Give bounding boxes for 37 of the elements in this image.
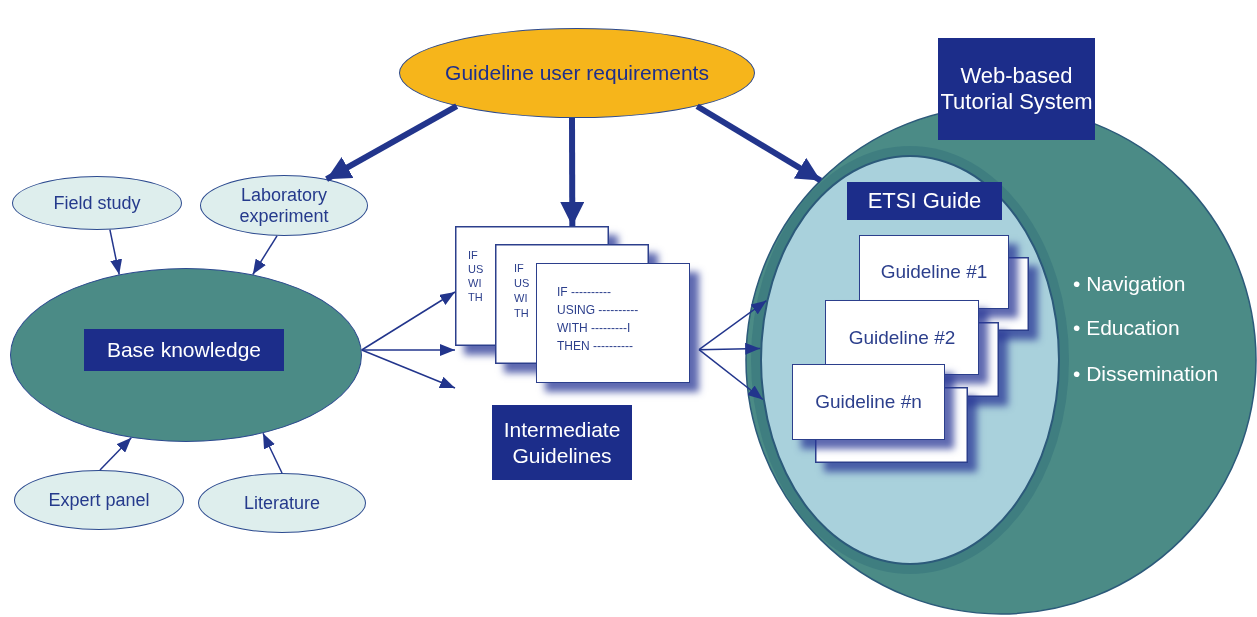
heading-label: Web-based Tutorial System bbox=[938, 38, 1095, 140]
source-ellipse: Literature bbox=[198, 473, 366, 533]
rule-line: WITH ---------I bbox=[557, 322, 631, 334]
arrow bbox=[698, 299, 768, 351]
arrow bbox=[695, 103, 823, 184]
arrow bbox=[360, 291, 456, 351]
heading-label: ETSI Guide bbox=[847, 182, 1002, 220]
title-label: Base knowledge bbox=[84, 329, 284, 371]
source-ellipse: Laboratory experiment bbox=[200, 175, 368, 236]
list-item: • Dissemination bbox=[1073, 363, 1219, 384]
arrow bbox=[262, 432, 283, 474]
rule-line: IF bbox=[514, 263, 524, 274]
rule-line: USING ---------- bbox=[557, 304, 639, 316]
rule-line: TH bbox=[514, 308, 529, 319]
rule-line: THEN ---------- bbox=[557, 340, 633, 352]
list-item: • Navigation bbox=[1073, 273, 1186, 294]
arrow bbox=[325, 103, 459, 182]
requirement-ellipse: Guideline user requirements bbox=[399, 28, 755, 118]
rule-line: WI bbox=[468, 278, 482, 289]
source-ellipse: Field study bbox=[12, 176, 182, 230]
list-item: • Education bbox=[1073, 317, 1180, 338]
arrow bbox=[99, 436, 133, 471]
rule-line: US bbox=[468, 264, 484, 275]
arrow bbox=[109, 228, 123, 276]
rule-line: WI bbox=[514, 293, 528, 304]
source-ellipse: Expert panel bbox=[14, 470, 184, 530]
rule-line: US bbox=[514, 278, 530, 289]
arrow bbox=[698, 342, 761, 355]
rule-line: IF ---------- bbox=[557, 286, 611, 298]
arrow bbox=[360, 349, 456, 389]
arrow bbox=[698, 348, 764, 401]
rule-line: TH bbox=[468, 292, 483, 303]
title-label: Intermediate Guidelines bbox=[492, 405, 632, 480]
arrow bbox=[252, 235, 278, 276]
arrow bbox=[360, 344, 456, 356]
rule-line: IF bbox=[468, 250, 478, 261]
arrow bbox=[560, 118, 585, 226]
